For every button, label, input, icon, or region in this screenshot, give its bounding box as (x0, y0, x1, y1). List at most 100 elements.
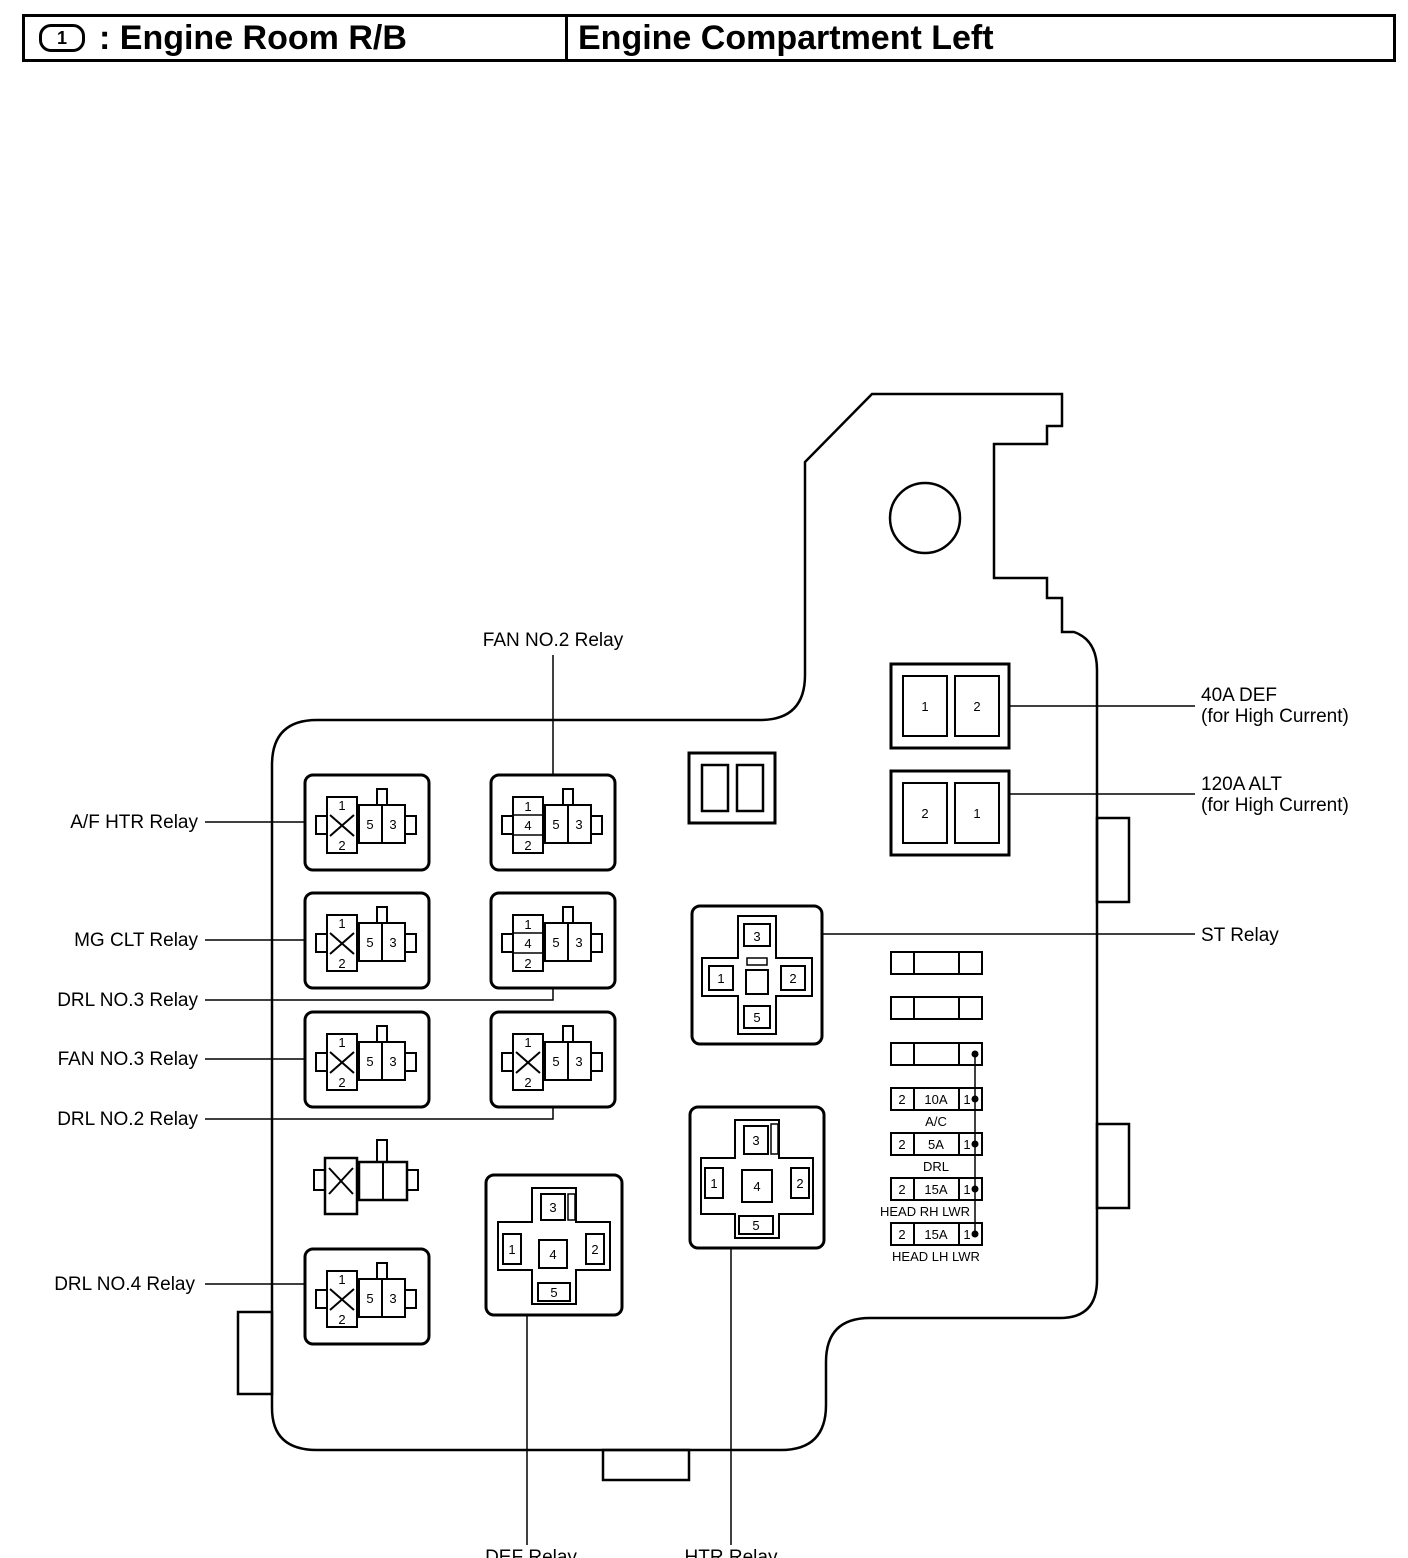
item-number-badge: 1 (39, 24, 85, 52)
svg-text:15A: 15A (924, 1227, 947, 1242)
svg-text:2: 2 (524, 838, 531, 853)
svg-text:3: 3 (575, 935, 582, 950)
block-tab-right-lower (1095, 1122, 1131, 1210)
svg-text:5: 5 (366, 1054, 373, 1069)
svg-text:1: 1 (508, 1242, 515, 1257)
svg-text:4: 4 (753, 1179, 760, 1194)
label-120a-alt: 120A ALT (1201, 774, 1282, 795)
svg-text:2: 2 (789, 971, 796, 986)
svg-text:2: 2 (338, 838, 345, 853)
svg-text:3: 3 (389, 817, 396, 832)
label-120a-alt-note: (for High Current) (1201, 795, 1349, 816)
svg-text:1: 1 (963, 1182, 970, 1197)
htr-relay: 3 4 1 2 5 (688, 1105, 826, 1250)
label-mg-clt-relay: MG CLT Relay (74, 930, 198, 951)
svg-text:2: 2 (898, 1227, 905, 1242)
fan-no2-relay: 1 4 2 5 3 (489, 773, 617, 872)
block-tab-left (236, 1310, 274, 1396)
spare-connector (687, 751, 777, 825)
svg-text:1: 1 (524, 917, 531, 932)
svg-text:3: 3 (575, 1054, 582, 1069)
location-title: Engine Compartment Left (578, 18, 994, 57)
block-tab-right-upper (1095, 816, 1131, 904)
label-drl-no3-relay: DRL NO.3 Relay (57, 990, 198, 1011)
fuse-120a-alt: 2 1 (889, 769, 1011, 857)
svg-text:2: 2 (591, 1242, 598, 1257)
svg-text:1: 1 (963, 1092, 970, 1107)
svg-text:HEAD RH LWR: HEAD RH LWR (880, 1204, 970, 1219)
svg-text:5: 5 (752, 1218, 759, 1233)
fuse-ac: 2 10A 1 A/C (890, 1087, 983, 1129)
svg-text:A/C: A/C (925, 1114, 947, 1129)
svg-text:1: 1 (338, 1035, 345, 1050)
label-st-relay: ST Relay (1201, 925, 1279, 946)
svg-text:5: 5 (366, 935, 373, 950)
spare-fuse-slots (890, 951, 983, 1066)
svg-text:2: 2 (338, 956, 345, 971)
def-relay: 3 4 1 2 5 (484, 1173, 624, 1317)
svg-text:3: 3 (753, 929, 760, 944)
label-def-relay: DEF Relay (485, 1547, 577, 1558)
af-htr-relay: 1 2 5 3 (303, 773, 431, 872)
svg-text:1: 1 (963, 1227, 970, 1242)
label-af-htr-relay: A/F HTR Relay (70, 812, 198, 833)
drl-no4-relay: 1 2 5 3 (303, 1247, 431, 1346)
mounting-hole (888, 481, 962, 555)
svg-text:3: 3 (389, 935, 396, 950)
relay-block-outline (270, 392, 1099, 1452)
svg-text:1: 1 (524, 799, 531, 814)
block-tab-bottom (601, 1448, 691, 1482)
svg-text:4: 4 (524, 818, 531, 833)
svg-text:1: 1 (963, 1137, 970, 1152)
label-drl-no2-relay: DRL NO.2 Relay (57, 1109, 198, 1130)
label-drl-no4-relay: DRL NO.4 Relay (54, 1274, 195, 1295)
svg-text:5: 5 (552, 1054, 559, 1069)
header-bar: 1 : Engine Room R/B Engine Compartment L… (22, 14, 1396, 62)
svg-text:1: 1 (524, 1035, 531, 1050)
svg-text:4: 4 (524, 936, 531, 951)
svg-text:5: 5 (552, 935, 559, 950)
svg-text:3: 3 (549, 1200, 556, 1215)
header-left-cell: 1 : Engine Room R/B (25, 17, 568, 59)
svg-text:2: 2 (921, 806, 928, 821)
svg-text:2: 2 (898, 1182, 905, 1197)
label-htr-relay: HTR Relay (685, 1547, 778, 1558)
relay-block-title: : Engine Room R/B (99, 18, 407, 57)
svg-text:DRL: DRL (923, 1159, 949, 1174)
label-40a-def: 40A DEF (1201, 685, 1277, 706)
svg-text:1: 1 (338, 916, 345, 931)
svg-text:1: 1 (921, 699, 928, 714)
svg-text:5: 5 (366, 817, 373, 832)
drl-no2-relay: 1 2 5 3 (489, 1010, 617, 1109)
svg-text:5: 5 (753, 1010, 760, 1025)
fan-no3-relay: 1 2 5 3 (303, 1010, 431, 1109)
svg-text:5: 5 (552, 817, 559, 832)
svg-text:2: 2 (898, 1137, 905, 1152)
svg-text:2: 2 (524, 956, 531, 971)
svg-text:1: 1 (973, 806, 980, 821)
mg-clt-relay: 1 2 5 3 (303, 891, 431, 990)
svg-text:3: 3 (752, 1133, 759, 1148)
fuse-40a-def: 1 2 (889, 662, 1011, 750)
svg-text:4: 4 (549, 1247, 556, 1262)
svg-text:5A: 5A (928, 1137, 944, 1152)
fuse-drl: 2 5A 1 DRL (890, 1132, 983, 1174)
svg-text:5: 5 (366, 1291, 373, 1306)
fuse-head-rh-lwr: 2 15A 1 HEAD RH LWR (880, 1177, 983, 1219)
svg-text:1: 1 (710, 1176, 717, 1191)
svg-text:10A: 10A (924, 1092, 947, 1107)
svg-text:3: 3 (389, 1054, 396, 1069)
svg-text:2: 2 (524, 1075, 531, 1090)
label-fan-no3-relay: FAN NO.3 Relay (58, 1049, 199, 1070)
svg-text:HEAD LH LWR: HEAD LH LWR (892, 1249, 980, 1264)
svg-text:2: 2 (338, 1312, 345, 1327)
empty-relay-socket (313, 1139, 419, 1216)
drl-no3-relay: 1 4 2 5 3 (489, 891, 617, 990)
header-right-cell: Engine Compartment Left (568, 17, 1393, 59)
svg-text:1: 1 (717, 971, 724, 986)
svg-text:2: 2 (973, 699, 980, 714)
svg-text:2: 2 (796, 1176, 803, 1191)
svg-text:1: 1 (338, 798, 345, 813)
svg-text:3: 3 (575, 817, 582, 832)
